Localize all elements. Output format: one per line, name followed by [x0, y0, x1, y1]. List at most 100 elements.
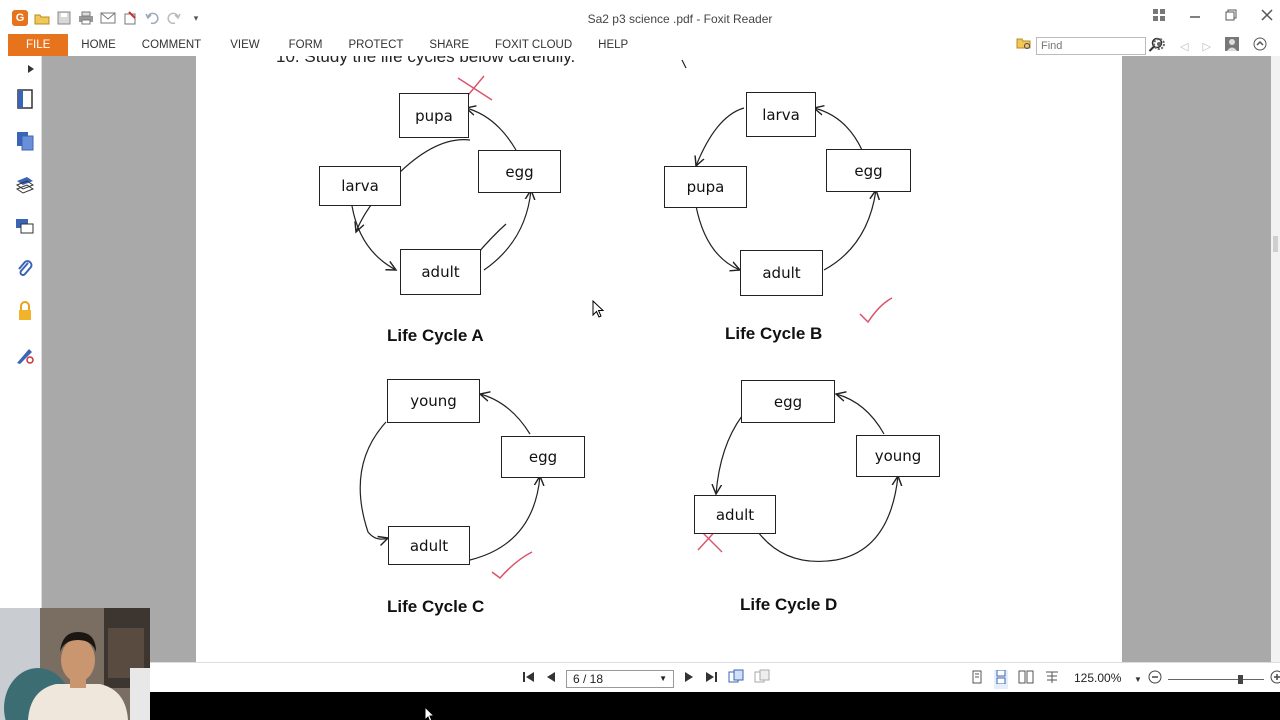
arrow-c-3: [480, 394, 531, 435]
zoom-slider-track: [1167, 678, 1264, 680]
folder-search-icon[interactable]: [1016, 36, 1032, 55]
arrow-b-2: [695, 205, 740, 270]
email-icon[interactable]: [100, 11, 116, 25]
mouse-pointer-icon: [424, 706, 436, 720]
zoom-in-icon[interactable]: [1270, 670, 1280, 689]
tab-help[interactable]: HELP: [598, 39, 629, 51]
quick-access-toolbar: G ▾: [12, 10, 204, 26]
minimize-icon[interactable]: [1188, 8, 1202, 22]
facing-pages-icon[interactable]: [1018, 670, 1034, 689]
undo-icon[interactable]: [144, 11, 160, 25]
document-view[interactable]: 10. Study the life cycles below carefull…: [42, 56, 1271, 662]
tab-comment[interactable]: COMMENT: [141, 39, 202, 51]
open-icon[interactable]: [34, 11, 50, 25]
close-icon[interactable]: [1260, 8, 1274, 22]
arrow-d-2: [757, 476, 898, 563]
cycle-b-stage-egg: egg: [826, 149, 911, 192]
tick-mark-c: [491, 551, 533, 580]
tab-protect[interactable]: PROTECT: [348, 39, 404, 51]
vertical-scrollbar[interactable]: [1271, 56, 1280, 662]
page-indicator: 6 / 18: [573, 671, 604, 686]
next-page-icon[interactable]: [684, 670, 694, 688]
page-navigation: 6 / 18 ▼: [522, 669, 770, 688]
cycle-b-stage-larva: larva: [746, 92, 816, 137]
attachments-icon[interactable]: [14, 258, 36, 280]
continuous-facing-icon[interactable]: [1044, 670, 1060, 689]
arrow-c-2: [469, 476, 540, 561]
tab-foxit-cloud[interactable]: FOXIT CLOUD: [495, 39, 573, 51]
navigation-pane: [0, 56, 42, 608]
save-icon[interactable]: [56, 11, 72, 25]
tab-form[interactable]: FORM: [288, 39, 323, 51]
zoom-out-icon[interactable]: [1148, 670, 1162, 689]
zoom-slider-handle[interactable]: [1237, 674, 1243, 684]
zoom-dropdown-icon[interactable]: ▼: [1134, 675, 1142, 684]
cycle-d-stage-adult: adult: [694, 495, 776, 534]
previous-result-icon[interactable]: ◁: [1180, 41, 1189, 53]
tab-home[interactable]: HOME: [81, 39, 116, 51]
cycle-c-stage-egg: egg: [501, 436, 585, 478]
zoom-controls: ▼: [1134, 670, 1280, 689]
presenter-video-image: [0, 608, 150, 720]
expand-pane-icon[interactable]: [24, 58, 38, 80]
customize-toolbar-icon[interactable]: ▾: [193, 12, 199, 23]
caption-life-cycle-d: Life Cycle D: [740, 595, 838, 614]
cycle-a-stage-egg: egg: [478, 150, 561, 193]
cycle-d-stage-egg: egg: [741, 380, 835, 423]
settings-icon[interactable]: [1152, 37, 1166, 56]
last-page-icon[interactable]: [704, 670, 718, 688]
redo-icon[interactable]: [166, 11, 182, 25]
single-page-icon[interactable]: [970, 670, 984, 689]
restore-icon[interactable]: [1224, 8, 1238, 22]
pen-dot: [681, 59, 687, 69]
pdf-page: 10. Study the life cycles below carefull…: [196, 56, 1122, 662]
tab-share[interactable]: SHARE: [429, 39, 470, 51]
arrow-a-4: [483, 190, 531, 271]
comments-icon[interactable]: [14, 216, 36, 238]
chevron-down-icon: ▼: [659, 674, 667, 683]
tab-file[interactable]: FILE: [8, 34, 69, 56]
stamp-icon[interactable]: [122, 11, 138, 25]
first-page-icon[interactable]: [522, 670, 536, 688]
pages-thumbnails-icon[interactable]: [14, 130, 36, 152]
layers-icon[interactable]: [14, 174, 36, 196]
arrow-d-3: [836, 394, 885, 435]
ribbon-layout-icon[interactable]: [1152, 8, 1166, 22]
screen-bottom-edge: [0, 692, 1280, 720]
cycle-a-stage-larva: larva: [319, 166, 401, 206]
previous-view-icon[interactable]: [728, 669, 744, 688]
signature-icon[interactable]: [14, 344, 36, 366]
webcam-overlay: [0, 608, 150, 720]
arrow-b-3: [823, 190, 876, 271]
caption-life-cycle-a: Life Cycle A: [387, 326, 484, 345]
caption-life-cycle-c: Life Cycle C: [387, 597, 485, 616]
previous-page-icon[interactable]: [546, 670, 556, 688]
collapse-ribbon-icon[interactable]: [1253, 37, 1267, 56]
user-icon[interactable]: [1224, 37, 1239, 56]
ribbon-tabs: FILE HOME COMMENT VIEW FORM PROTECT SHAR…: [0, 34, 1280, 56]
page-number-select[interactable]: 6 / 18 ▼: [566, 669, 674, 688]
cycle-c-stage-adult: adult: [388, 526, 470, 565]
zoom-slider[interactable]: [1167, 672, 1264, 688]
scrollbar-thumb[interactable]: [1273, 236, 1278, 252]
status-bar: 6 / 18 ▼ 125.00% ▼: [0, 662, 1280, 692]
arrow-a-3: [351, 205, 396, 270]
arrow-b-1: [696, 107, 745, 166]
mouse-cursor-icon: [592, 300, 605, 318]
tab-view[interactable]: VIEW: [230, 39, 260, 51]
title-bar: G ▾ Sa2 p3 science .pdf - Foxit Reader: [0, 0, 1280, 34]
zoom-level[interactable]: 125.00%: [1074, 671, 1122, 685]
security-lock-icon[interactable]: [14, 300, 36, 322]
page-layout-buttons: [970, 669, 1060, 689]
find-input[interactable]: [1036, 37, 1146, 55]
continuous-page-icon[interactable]: [994, 669, 1008, 689]
next-view-icon[interactable]: [754, 669, 770, 688]
arrow-b-4: [814, 108, 863, 151]
print-icon[interactable]: [78, 11, 94, 25]
tick-mark-b: [859, 297, 893, 324]
question-text: 10. Study the life cycles below carefull…: [276, 56, 576, 66]
next-result-icon[interactable]: ▷: [1202, 41, 1211, 53]
find-area: [1016, 36, 1163, 55]
page-icon[interactable]: [14, 88, 36, 110]
find-extras: ◁ ▷: [1152, 37, 1267, 56]
